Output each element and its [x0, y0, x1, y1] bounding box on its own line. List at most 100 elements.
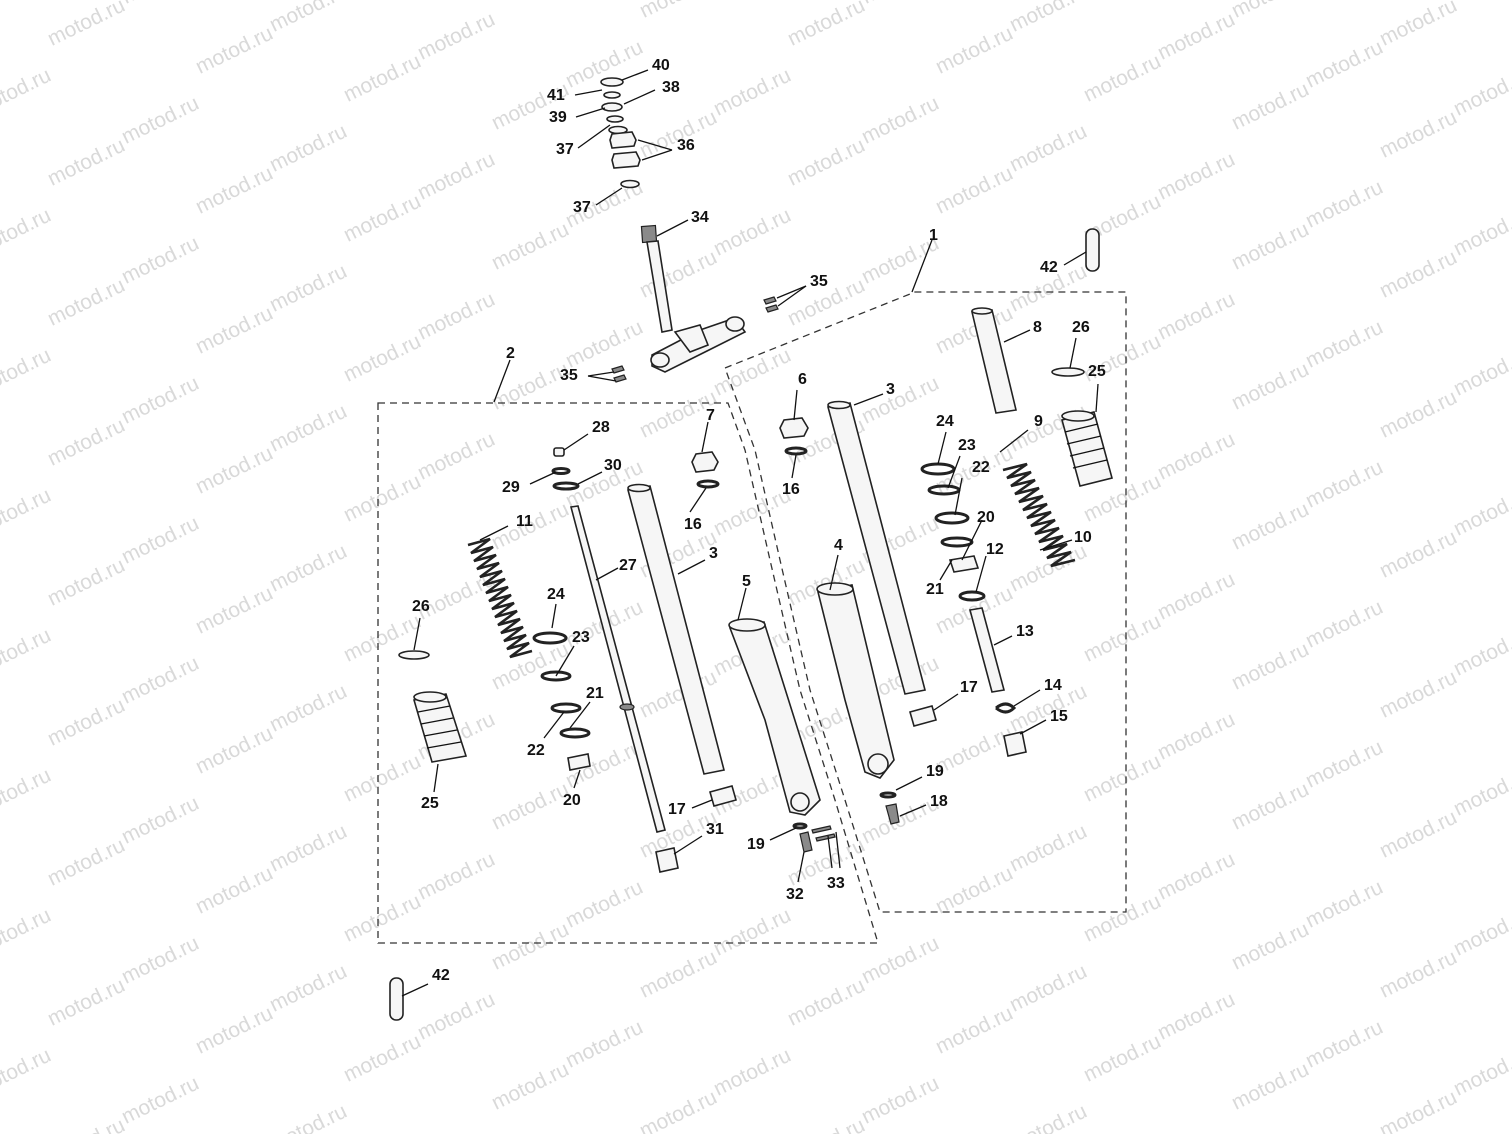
label-3b: 3: [709, 545, 718, 562]
seal-22-right: [934, 511, 970, 525]
cap-6: [779, 417, 809, 439]
label-13: 13: [1016, 623, 1034, 640]
label-8: 8: [1033, 319, 1042, 336]
label-21a: 21: [926, 581, 944, 598]
studs-33: [811, 825, 836, 842]
label-12: 12: [986, 541, 1004, 558]
spacer-tube-8: [971, 309, 1017, 414]
label-35a: 35: [810, 273, 828, 290]
label-2: 2: [506, 345, 515, 362]
label-23a: 23: [958, 437, 976, 454]
label-30: 30: [604, 457, 622, 474]
label-37b: 37: [573, 199, 591, 216]
bush-17-right: [909, 705, 937, 727]
leader-lines: [401, 69, 1099, 997]
inner-tube-3-left: [627, 485, 725, 775]
label-19a: 19: [926, 763, 944, 780]
label-31: 31: [706, 821, 724, 838]
label-42a: 42: [1040, 259, 1058, 276]
bush-20-left: [567, 753, 591, 771]
label-16a: 16: [782, 481, 800, 498]
label-4: 4: [834, 537, 843, 554]
clip-42-bottom: [389, 977, 404, 1021]
label-42b: 42: [432, 967, 450, 984]
label-24b: 24: [547, 586, 565, 603]
label-11: 11: [516, 513, 533, 530]
bush-21-right: [948, 555, 980, 573]
damper-13: [968, 607, 1006, 693]
label-32: 32: [786, 886, 804, 903]
label-18: 18: [930, 793, 948, 810]
spring-10: [1002, 462, 1076, 568]
damper-rod-27: [569, 505, 666, 833]
clip-14: [995, 702, 1017, 714]
label-6: 6: [798, 371, 807, 388]
assembly-1-outline: [724, 291, 1127, 913]
top-nut-stack: [600, 77, 641, 189]
part-28: [553, 447, 565, 457]
label-36: 36: [677, 137, 695, 154]
label-17a: 17: [960, 679, 978, 696]
label-3a: 3: [886, 381, 895, 398]
bush-20-right: [940, 536, 974, 548]
label-29: 29: [502, 479, 520, 496]
label-17b: 17: [668, 801, 686, 818]
label-27: 27: [619, 557, 637, 574]
label-24a: 24: [936, 413, 954, 430]
label-26b: 26: [412, 598, 430, 615]
washer-19-right: [879, 791, 897, 799]
outer-slider-5: [728, 618, 821, 816]
label-21b: 21: [586, 685, 604, 702]
outer-slider-4: [816, 582, 895, 779]
bolts-35: [611, 296, 779, 383]
label-10: 10: [1074, 529, 1092, 546]
ring-30: [552, 481, 580, 491]
cap-15: [1003, 731, 1027, 757]
clip-23-left: [540, 670, 572, 682]
label-20b: 20: [563, 792, 581, 809]
seal-24-right: [920, 462, 956, 476]
label-23b: 23: [572, 629, 590, 646]
cap-31: [655, 847, 679, 873]
spring-11: [467, 537, 533, 659]
label-5: 5: [742, 573, 751, 590]
label-33: 33: [827, 875, 845, 892]
cap-7: [691, 451, 719, 473]
dust-boot-25-right: [1061, 410, 1113, 487]
label-37a: 37: [556, 141, 574, 158]
bush-17-left: [709, 785, 737, 807]
washer-29: [551, 467, 571, 475]
label-14: 14: [1044, 677, 1062, 694]
label-20a: 20: [977, 509, 995, 526]
washer-19-left: [792, 822, 808, 830]
ring-12: [958, 590, 986, 602]
label-7: 7: [706, 407, 715, 424]
seal-24-left: [532, 631, 568, 645]
washer-26-right: [1051, 367, 1085, 377]
label-38: 38: [662, 79, 680, 96]
bolt-32: [799, 831, 813, 853]
steering-stem-34: [640, 224, 747, 373]
clip-42-top: [1085, 228, 1100, 272]
label-28: 28: [592, 419, 610, 436]
clip-23-right: [927, 484, 961, 496]
label-19b: 19: [747, 836, 765, 853]
label-22a: 22: [972, 459, 990, 476]
label-34: 34: [691, 209, 709, 226]
label-25a: 25: [1088, 363, 1106, 380]
label-39: 39: [549, 109, 567, 126]
label-16b: 16: [684, 516, 702, 533]
label-40: 40: [652, 57, 670, 74]
label-9: 9: [1034, 413, 1043, 430]
o-ring-16-left: [696, 479, 720, 489]
washer-26-left: [398, 650, 430, 660]
assembly-2-outline: [377, 402, 879, 944]
label-22b: 22: [527, 742, 545, 759]
dust-boot-25-left: [412, 691, 468, 763]
label-26a: 26: [1072, 319, 1090, 336]
label-25b: 25: [421, 795, 439, 812]
label-15: 15: [1050, 708, 1068, 725]
label-1: 1: [929, 227, 938, 244]
